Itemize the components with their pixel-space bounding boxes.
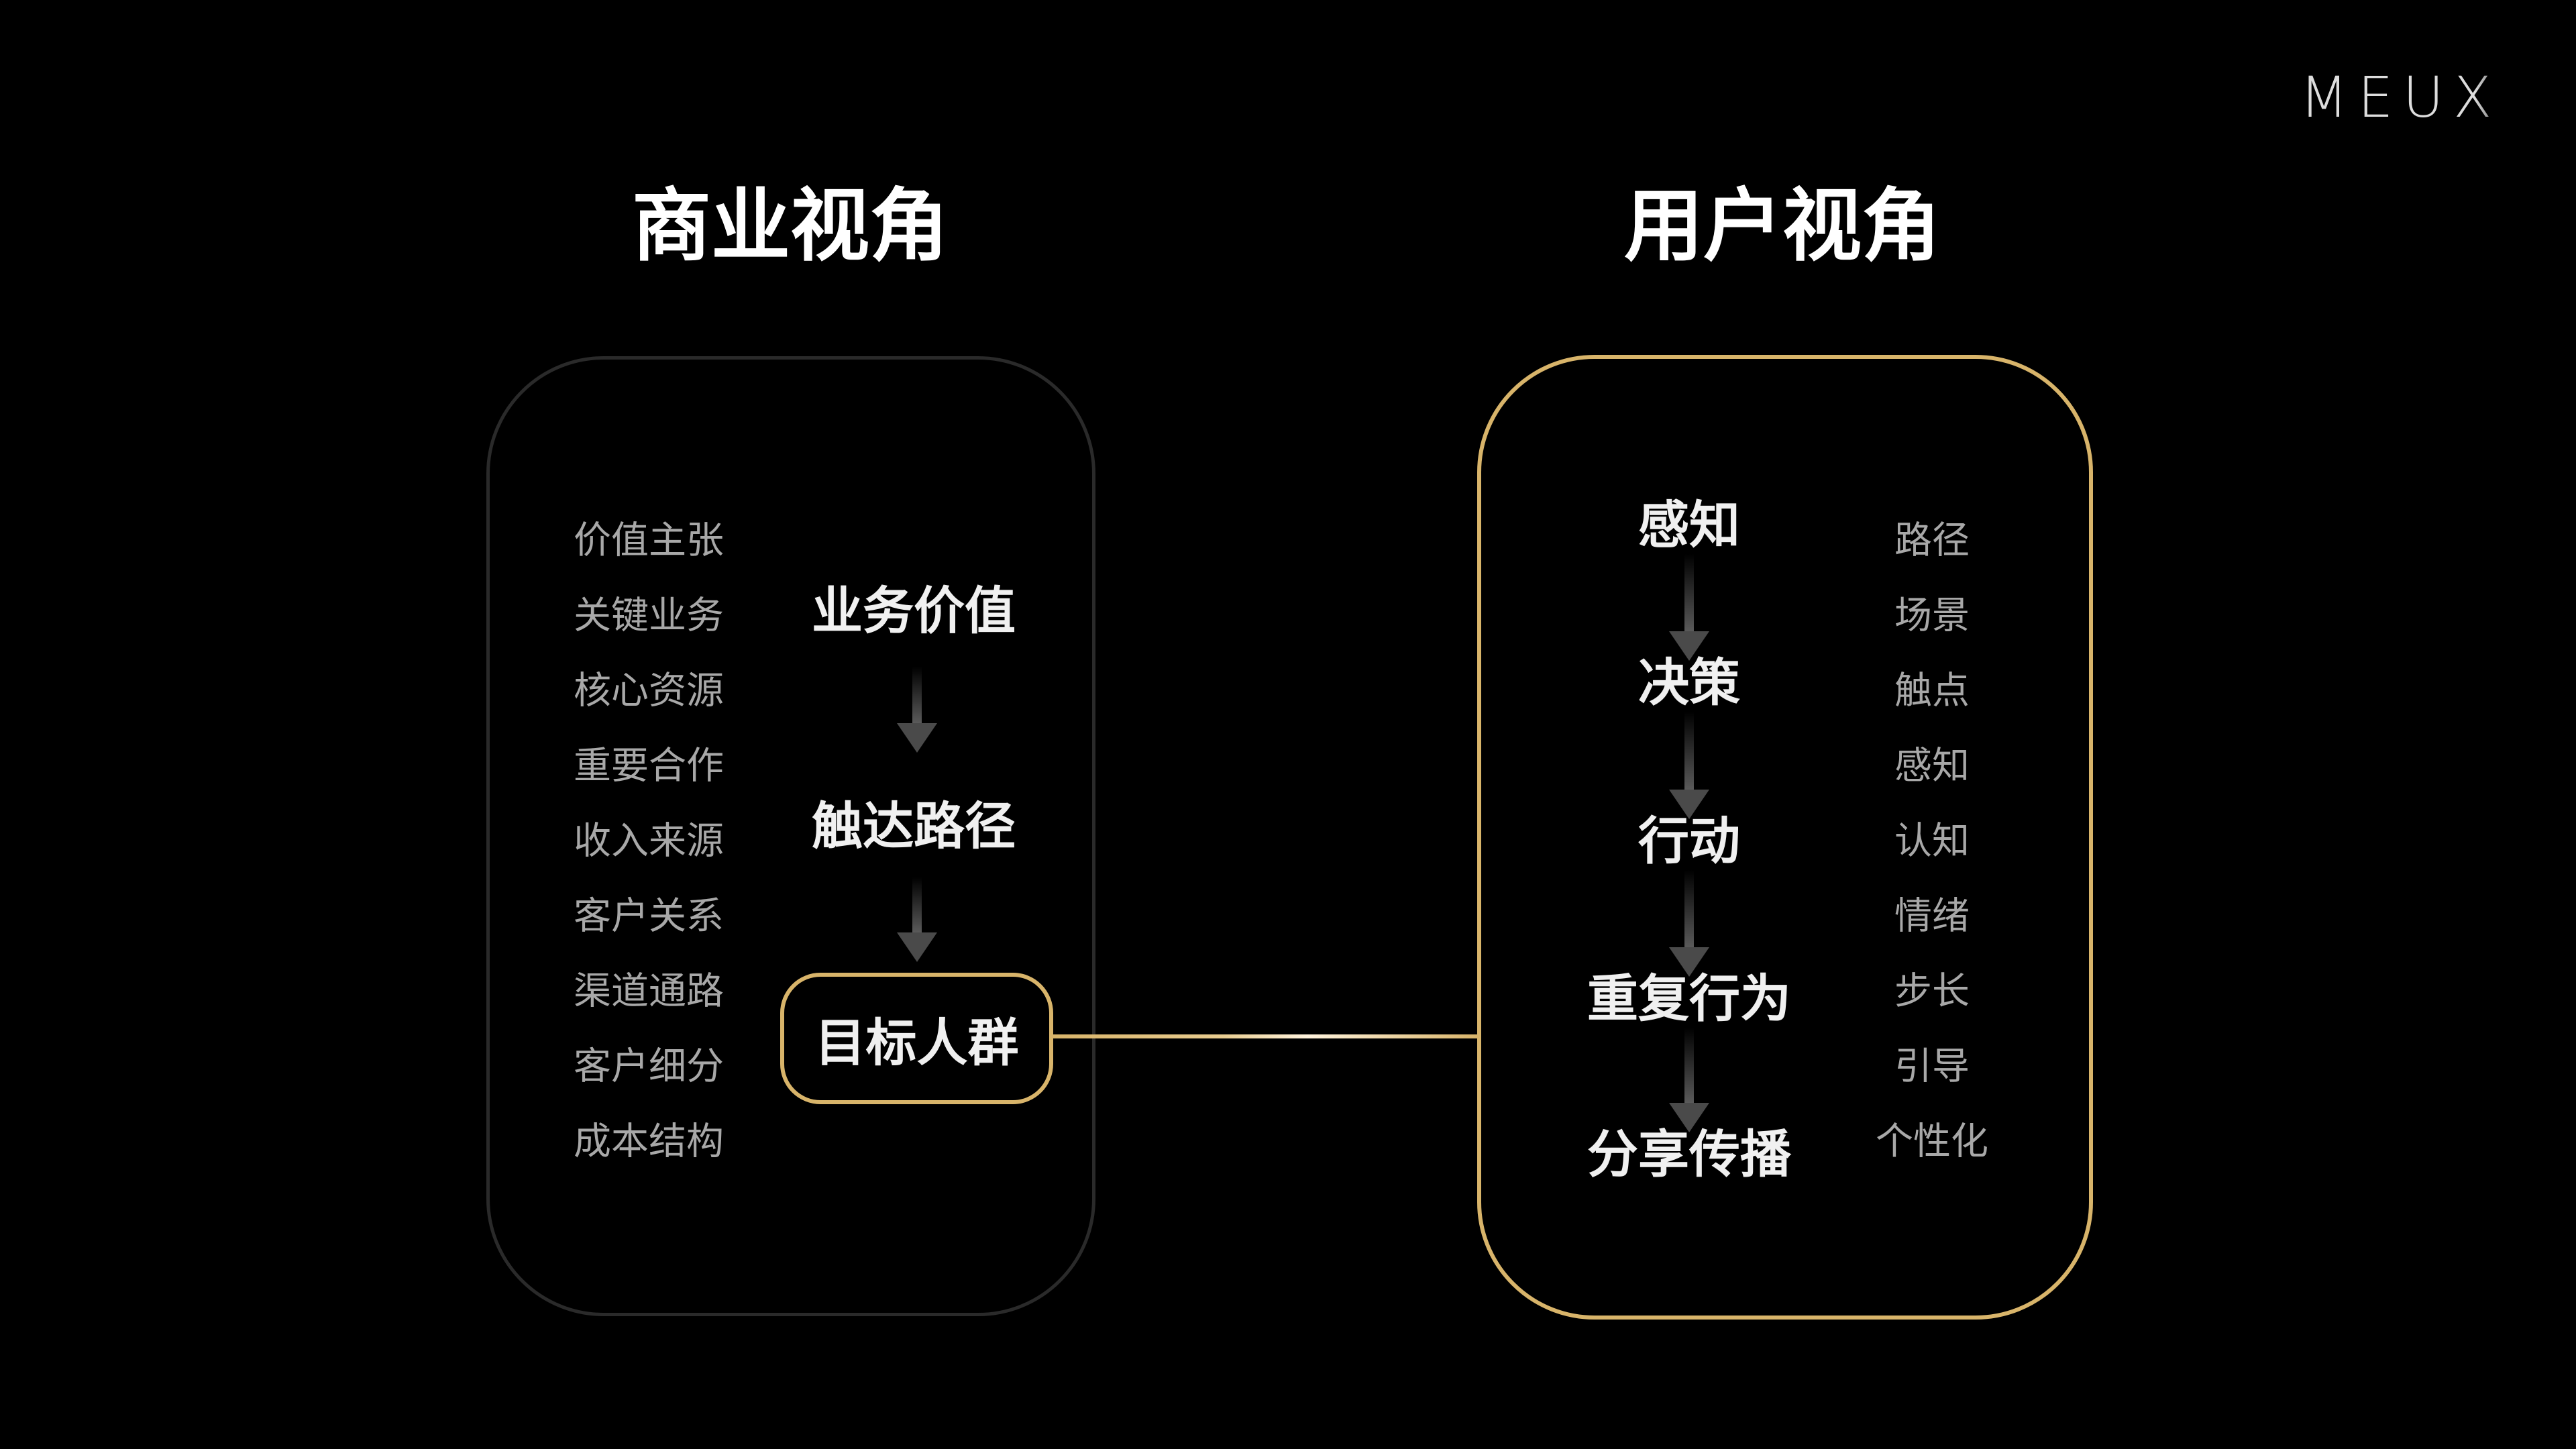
user-step: 重复行为	[1587, 969, 1791, 1028]
business-list-item: 价值主张	[574, 519, 724, 563]
arrow-down-icon	[897, 877, 937, 962]
business-list-item: 渠道通路	[574, 969, 724, 1014]
user-list-item: 认知	[1894, 819, 1970, 863]
logo-x-mark: X	[2453, 64, 2502, 130]
user-list-item: 步长	[1894, 969, 1970, 1014]
user-perspective-title: 用户视角	[1623, 179, 1941, 272]
user-list-item: 引导	[1894, 1044, 1970, 1089]
step-reach-path: 触达路径	[812, 796, 1016, 856]
meux-logo: MEUX	[2300, 64, 2502, 130]
arrow-down-icon	[1669, 554, 1709, 661]
business-list-item: 关键业务	[574, 594, 724, 638]
user-list-item: 场景	[1894, 594, 1970, 638]
step-business-value: 业务价值	[812, 581, 1016, 641]
business-list-item: 核心资源	[574, 669, 724, 713]
user-list-item: 感知	[1894, 744, 1970, 788]
logo-text: MEU	[2300, 64, 2454, 130]
arrow-down-icon	[897, 667, 937, 753]
user-step: 分享传播	[1587, 1124, 1791, 1184]
user-step: 决策	[1638, 653, 1740, 712]
user-list-item: 路径	[1894, 519, 1970, 563]
business-perspective-title: 商业视角	[631, 179, 949, 272]
user-perspective-panel	[1477, 355, 2093, 1320]
user-step: 行动	[1638, 811, 1740, 871]
target-audience-label: 目标人群	[814, 1013, 1019, 1073]
business-list-item: 收入来源	[574, 819, 724, 863]
business-list-item: 成本结构	[574, 1120, 724, 1164]
business-list-item: 重要合作	[574, 744, 724, 788]
user-step: 感知	[1638, 495, 1740, 555]
business-perspective-panel	[486, 356, 1095, 1316]
user-list-item: 情绪	[1894, 894, 1970, 938]
arrow-down-icon	[1669, 712, 1709, 819]
connector-line	[1053, 1034, 1477, 1038]
target-audience-box: 目标人群	[780, 973, 1053, 1104]
business-list-item: 客户关系	[574, 894, 724, 938]
arrow-down-icon	[1669, 1028, 1709, 1132]
arrow-down-icon	[1669, 870, 1709, 977]
user-list-item: 触点	[1894, 669, 1970, 713]
business-list-item: 客户细分	[574, 1044, 724, 1089]
user-list-item: 个性化	[1876, 1120, 1988, 1164]
